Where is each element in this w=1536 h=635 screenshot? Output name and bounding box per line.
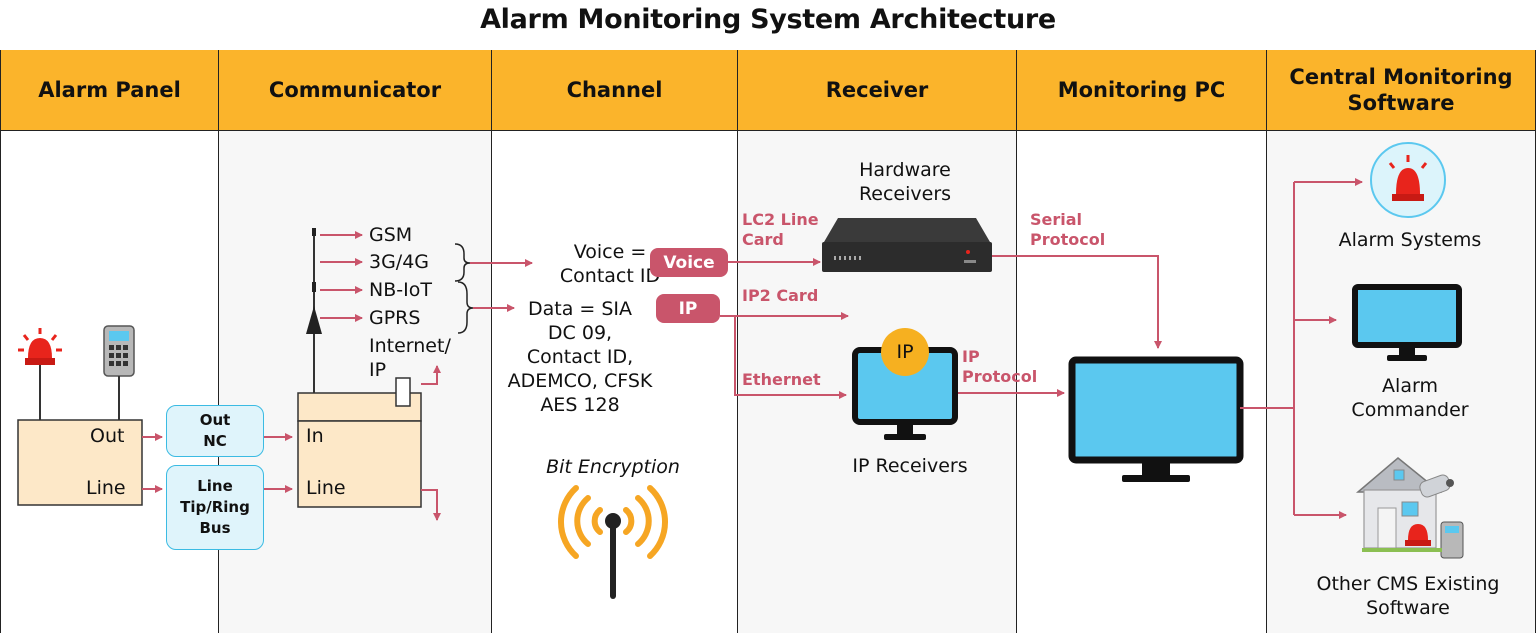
serial-protocol-label: Serial Protocol xyxy=(1030,210,1106,249)
page-title: Alarm Monitoring System Architecture xyxy=(480,4,1056,35)
communicator-in-label: In xyxy=(306,425,324,447)
ip2-card-label: IP2 Card xyxy=(742,286,819,305)
bit-encryption-label: Bit Encryption xyxy=(546,456,680,478)
ip-badge: IP xyxy=(881,328,929,376)
column-receiver: Receiver xyxy=(737,50,1016,633)
column-central-monitoring-software: Central Monitoring Software xyxy=(1266,50,1536,633)
alarm-commander-label: Alarm Commander xyxy=(1351,375,1469,421)
ip-pill: IP xyxy=(656,294,720,323)
voice-contact-id-text: Voice = Contact ID xyxy=(559,241,661,287)
ip-protocol-label: IP Protocol xyxy=(962,347,1038,386)
ip-receivers-label: IP Receivers xyxy=(852,455,968,477)
column-header: Channel xyxy=(492,50,737,131)
hardware-receivers-label: Hardware Receivers xyxy=(858,159,952,205)
out-nc-connector: Out NC xyxy=(166,405,264,457)
ethernet-label: Ethernet xyxy=(742,370,821,389)
network-internet-ip: Internet/ IP xyxy=(369,335,451,381)
panel-out-label: Out xyxy=(90,425,125,447)
alarm-systems-label: Alarm Systems xyxy=(1338,229,1482,251)
network-gsm: GSM xyxy=(369,224,413,246)
column-header: Central Monitoring Software xyxy=(1267,50,1535,131)
communicator-line-label: Line xyxy=(306,477,346,499)
column-monitoring-pc: Monitoring PC xyxy=(1016,50,1266,633)
voice-pill: Voice xyxy=(650,248,728,277)
lc2-line-card-label: LC2 Line Card xyxy=(742,210,819,249)
network-gprs: GPRS xyxy=(369,307,421,329)
data-sia-text: Data = SIA DC 09, Contact ID, ADEMCO, CF… xyxy=(507,298,653,416)
line-tip-ring-bus-connector: Line Tip/Ring Bus xyxy=(166,465,264,550)
column-header: Receiver xyxy=(738,50,1016,131)
other-cms-software-label: Other CMS Existing Software xyxy=(1316,573,1500,619)
column-header: Communicator xyxy=(219,50,491,131)
network-3g-4g: 3G/4G xyxy=(369,251,430,273)
network-nb-iot: NB-IoT xyxy=(369,279,432,301)
panel-line-label: Line xyxy=(86,477,126,499)
column-header: Alarm Panel xyxy=(1,50,218,131)
column-header: Monitoring PC xyxy=(1017,50,1266,131)
